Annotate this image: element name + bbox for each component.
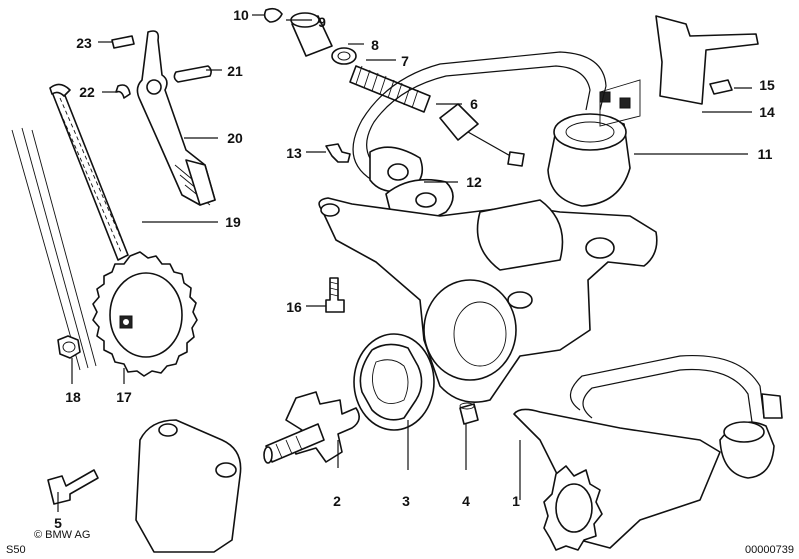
sprocket-illustration: [92, 251, 198, 377]
callout-5: 5: [54, 515, 62, 531]
dowel-illustration: [459, 402, 479, 425]
callout-labels: 1 2 3 4 5 6 7 8 9 10 11 12 13 14 15 16 1…: [54, 7, 775, 531]
callout-1: 1: [512, 493, 520, 509]
inner-rotor-shaft-illustration: [263, 391, 360, 464]
callout-16: 16: [286, 299, 302, 315]
callout-23: 23: [76, 35, 92, 51]
copyright-notice: © BMW AG: [34, 529, 90, 541]
callout-3: 3: [402, 493, 410, 509]
chain-tensioner-rail-illustration: [136, 30, 216, 206]
callout-18: 18: [65, 389, 81, 405]
small-pins-illustration: [111, 35, 212, 99]
pump-housing-illustration: [318, 197, 658, 403]
outer-rotor-illustration: [353, 333, 435, 431]
nut-illustration: [57, 335, 81, 359]
bracket-illustration: [599, 15, 759, 127]
callout-14: 14: [759, 104, 775, 120]
piston-illustration: [439, 103, 525, 167]
pump-cover-illustration: [47, 419, 242, 553]
callout-12: 12: [466, 174, 482, 190]
callout-7: 7: [401, 53, 409, 69]
callout-9: 9: [318, 14, 326, 30]
callout-10: 10: [233, 7, 249, 23]
callout-2: 2: [333, 493, 341, 509]
callout-11: 11: [758, 146, 773, 162]
housing-bolt-illustration: [325, 277, 345, 313]
callout-13: 13: [286, 145, 302, 161]
oil-pump-assembly-illustration: [513, 354, 783, 551]
callout-21: 21: [227, 63, 243, 79]
timing-chain-illustration: [11, 83, 129, 371]
callout-22: 22: [79, 84, 95, 100]
callout-15: 15: [759, 77, 775, 93]
drawing-number: 00000739: [745, 544, 794, 556]
callout-20: 20: [227, 130, 243, 146]
callout-17: 17: [116, 389, 132, 405]
callout-8: 8: [371, 37, 379, 53]
callout-6: 6: [470, 96, 478, 112]
oil-strainer-illustration: [547, 113, 631, 207]
callout-4: 4: [462, 493, 470, 509]
leader-lines: [57, 14, 752, 512]
pickup-pipe-illustration: [352, 51, 607, 181]
series-code: S50: [6, 544, 26, 556]
callout-19: 19: [225, 214, 241, 230]
